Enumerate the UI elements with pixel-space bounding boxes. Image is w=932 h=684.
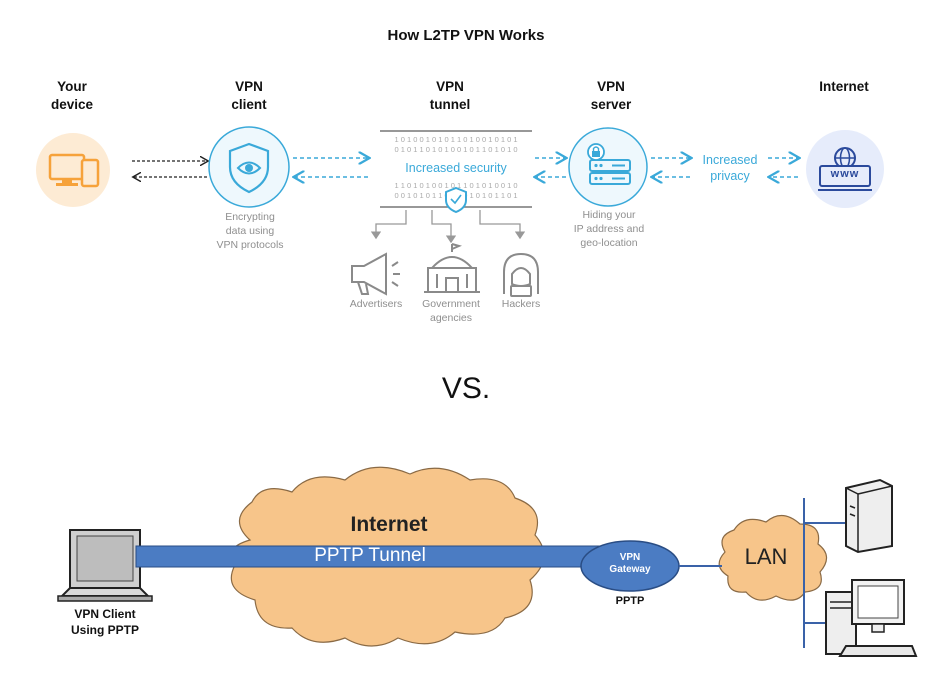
vpn-gateway-line1: VPN [619, 552, 641, 563]
threat-advertisers-label: Advertisers [336, 297, 416, 311]
increased-privacy-line2: privacy [710, 169, 750, 183]
header-vpn-client-line1: VPN [235, 79, 263, 94]
header-vpn-client: VPN client [194, 78, 304, 114]
server-caption-line3: geo-location [580, 237, 638, 249]
vs-separator: VS. [441, 372, 491, 405]
threat-advertisers-line1: Advertisers [349, 298, 403, 310]
client-caption-line1: Encrypting [225, 211, 275, 223]
threat-government-line1: Government [422, 298, 480, 310]
server-caption-line1: Hiding your [582, 209, 636, 221]
vpn-gateway-line2: Gateway [609, 564, 651, 575]
header-vpn-server: VPN server [556, 78, 666, 114]
l2tp-diagram-graphics: 1 0 1 0 0 1 0 1 0 1 1 0 1 0 0 1 0 1 0 1 … [36, 126, 884, 297]
vpn-client-shield-icon [208, 126, 290, 208]
server-tower-icon [845, 478, 893, 554]
increased-privacy-label: Increased privacy [688, 152, 772, 184]
lan-cloud [718, 514, 828, 601]
header-internet: Internet [789, 78, 899, 96]
header-vpn-server-line1: VPN [597, 79, 625, 94]
header-your-device-line1: Your [57, 79, 87, 94]
threat-hackers-line1: Hackers [501, 298, 541, 310]
hacker-icon [503, 252, 539, 297]
www-text: www [830, 168, 860, 180]
svg-text:0 1 0 1 1 0 1 0 1 0 0 1 0 1 1: 0 1 0 1 1 0 1 0 1 0 0 1 0 1 1 0 1 0 1 0 [394, 145, 517, 154]
laptop-icon [57, 529, 153, 602]
device-icon [36, 133, 110, 207]
tunnel-shield-icon [445, 186, 467, 214]
vpn-gateway-label: VPN Gateway [590, 552, 670, 576]
vpn-client-line1: VPN Client [74, 607, 136, 621]
header-your-device-line2: device [50, 97, 94, 112]
threat-government-label: Government agencies [410, 297, 492, 325]
vpn-client-label: VPN Client Using PPTP [50, 606, 160, 638]
lan-label: LAN [744, 544, 788, 569]
diagram-title: How L2TP VPN Works [387, 27, 545, 44]
client-caption-line3: VPN protocols [216, 239, 284, 251]
server-caption: Hiding your IP address and geo-location [553, 208, 665, 250]
svg-text:1 0 1 0 0 1 0 1 0 1 1 0 1 0 0: 1 0 1 0 0 1 0 1 0 1 1 0 1 0 0 1 0 1 0 1 [394, 135, 517, 144]
header-vpn-tunnel: VPN tunnel [395, 78, 505, 114]
server-caption-line2: IP address and [573, 223, 645, 235]
threat-hackers-label: Hackers [486, 297, 556, 311]
client-caption-line2: data using [225, 225, 275, 237]
gateway-protocol-label: PPTP [615, 595, 645, 607]
header-internet-line1: Internet [819, 79, 869, 94]
advertisers-megaphone-icon [351, 252, 400, 296]
vpn-client-line2: Using PPTP [70, 623, 139, 637]
header-vpn-server-line2: server [590, 97, 632, 112]
vpn-server-icon [568, 127, 648, 207]
government-building-icon [424, 243, 480, 293]
header-vpn-client-line2: client [231, 97, 267, 112]
tunnel-to-threats-connectors [370, 210, 526, 244]
client-caption: Encrypting data using VPN protocols [195, 210, 305, 252]
internet-globe-icon [806, 130, 884, 208]
tunnel-increased-security-label: Increased security [405, 161, 507, 175]
internet-cloud-label: Internet [350, 513, 428, 536]
increased-privacy-line1: Increased [702, 153, 758, 167]
pptp-diagram-graphics [57, 466, 918, 657]
header-vpn-tunnel-line2: tunnel [429, 97, 471, 112]
threat-government-line2: agencies [429, 312, 473, 324]
header-vpn-tunnel-line1: VPN [436, 79, 464, 94]
header-your-device: Your device [17, 78, 127, 114]
svg-text:1 1 0 1 0 1 0 0 1 0 1 1 0 1 0: 1 1 0 1 0 1 0 0 1 0 1 1 0 1 0 1 0 0 1 0 [394, 181, 517, 190]
desktop-pc-icon [825, 579, 918, 657]
pptp-tunnel-label: PPTP Tunnel [314, 545, 426, 566]
